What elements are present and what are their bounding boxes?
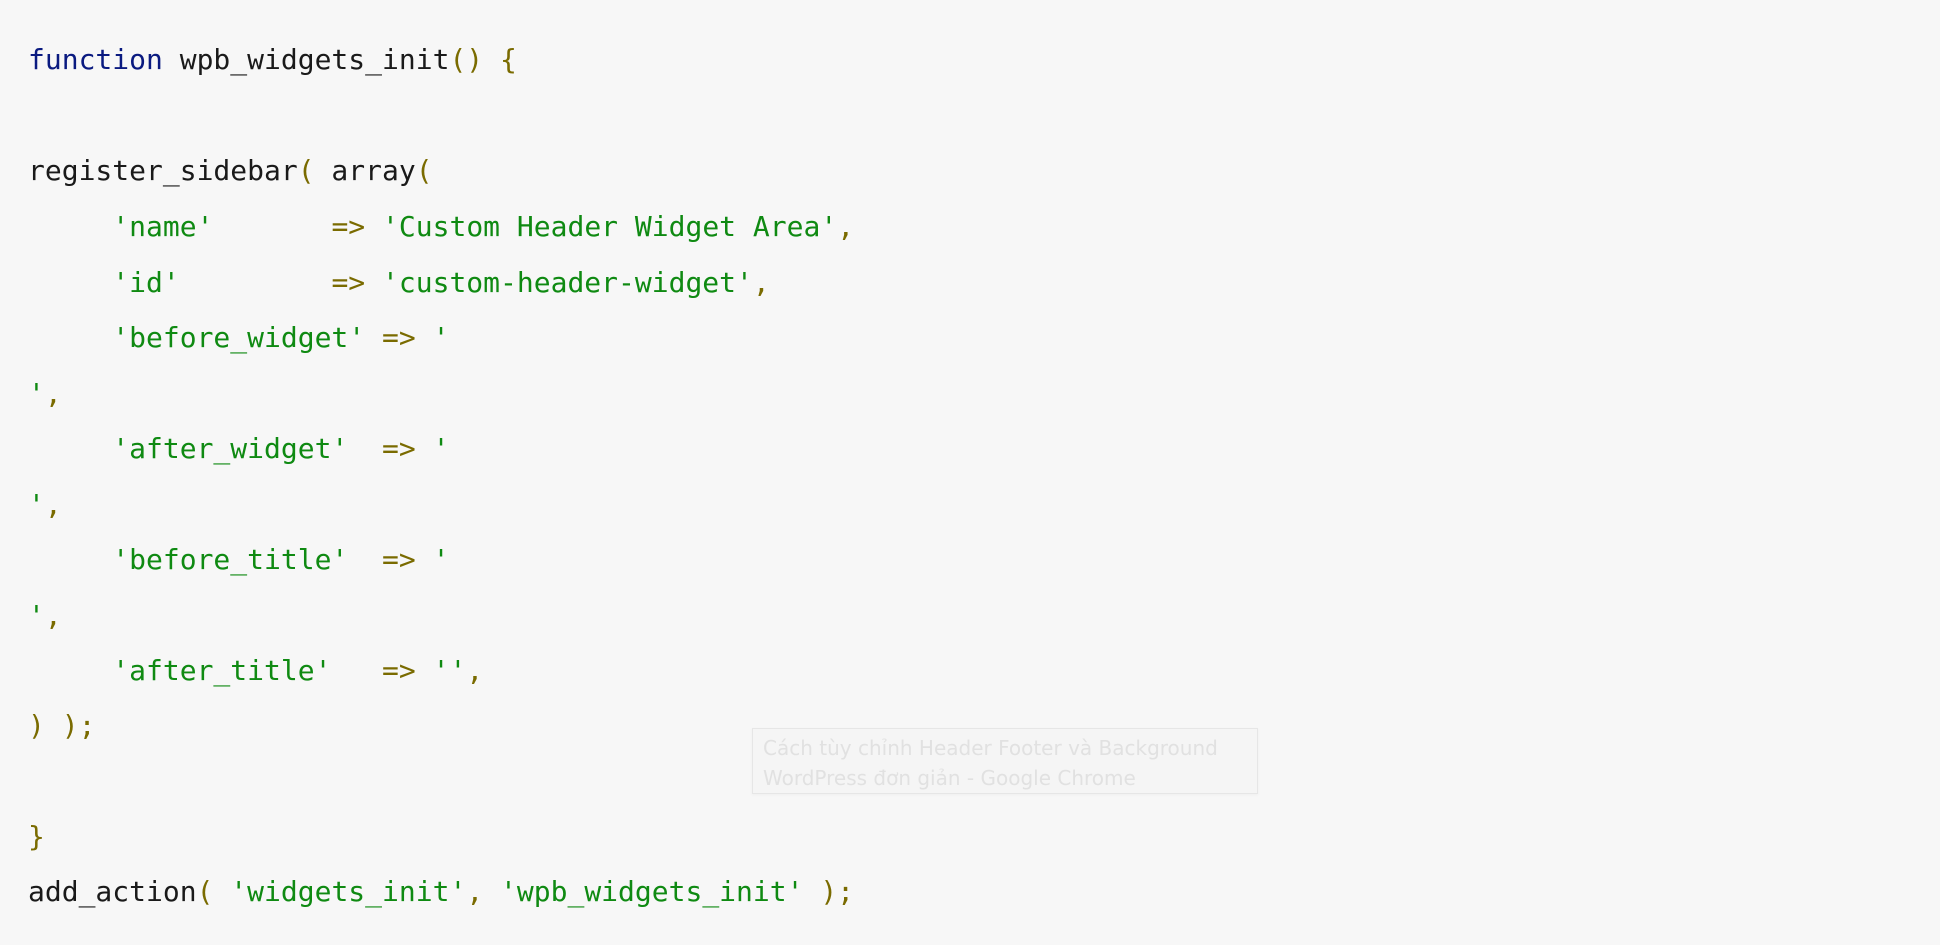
array-key: 'id'	[28, 266, 180, 299]
code-line-before-widget: 'before_widget' => '	[28, 318, 449, 358]
string-value: '	[28, 377, 45, 410]
string-value: '	[415, 321, 450, 354]
array-key: 'before_title'	[28, 543, 349, 576]
closing-brace: }	[28, 820, 45, 853]
punctuation: ,	[44, 377, 62, 410]
code-line-add-action: add_action( 'widgets_init', 'wpb_widgets…	[28, 872, 854, 912]
code-line-register-sidebar: register_sidebar( array(	[28, 151, 433, 191]
code-line-function-declaration: function wpb_widgets_init() {	[28, 40, 517, 80]
code-line-before-widget-close: ',	[28, 374, 62, 414]
function-call: add_action	[28, 875, 197, 908]
operator: =>	[382, 321, 416, 354]
whitespace	[213, 210, 331, 243]
array-key: 'after_widget'	[28, 432, 349, 465]
whitespace	[180, 266, 332, 299]
whitespace	[348, 543, 382, 576]
punctuation: ,	[837, 210, 855, 243]
array-keyword: array	[314, 154, 416, 187]
code-line-id: 'id' => 'custom-header-widget',	[28, 263, 770, 303]
code-line-before-title: 'before_title' => '	[28, 540, 449, 580]
whitespace	[365, 321, 382, 354]
string-value: 'custom-header-widget'	[365, 266, 753, 299]
string-value: '	[415, 432, 450, 465]
code-line-before-title-close: ',	[28, 596, 62, 636]
operator: =>	[382, 432, 416, 465]
keyword-function: function	[28, 43, 163, 76]
function-name: wpb_widgets_init	[162, 43, 450, 76]
string-value: '	[415, 543, 450, 576]
punctuation: ,	[466, 654, 484, 687]
string-value: 'widgets_init'	[213, 875, 467, 908]
punctuation: ,	[466, 875, 484, 908]
punctuation: );	[803, 875, 855, 908]
code-line-function-close: }	[28, 817, 45, 857]
string-value: 'Custom Header Widget Area'	[365, 210, 838, 243]
punctuation: ) );	[28, 709, 96, 742]
code-line-array-close: ) );	[28, 706, 95, 746]
code-line-after-widget: 'after_widget' => '	[28, 429, 449, 469]
window-title-tooltip: Cách tùy chỉnh Header Footer và Backgrou…	[752, 728, 1258, 794]
tooltip-line-1: Cách tùy chỉnh Header Footer và Backgrou…	[763, 736, 1218, 760]
operator: =>	[331, 210, 366, 243]
punctuation: ,	[44, 599, 62, 632]
operator: =>	[331, 266, 366, 299]
whitespace	[331, 654, 382, 687]
operator: =>	[382, 543, 416, 576]
punctuation: (	[196, 875, 214, 908]
punctuation: ,	[752, 266, 770, 299]
code-line-after-title: 'after_title' => '',	[28, 651, 483, 691]
array-key: 'before_widget'	[28, 321, 366, 354]
punctuation: () {	[449, 43, 517, 76]
operator: =>	[382, 654, 416, 687]
string-value: 'wpb_widgets_init'	[483, 875, 804, 908]
array-key: 'after_title'	[28, 654, 332, 687]
string-value: '	[28, 599, 45, 632]
tooltip-line-2: WordPress đơn giản - Google Chrome	[763, 766, 1136, 790]
punctuation: (	[415, 154, 433, 187]
whitespace	[348, 432, 382, 465]
code-line-after-widget-close: ',	[28, 485, 62, 525]
array-key: 'name'	[28, 210, 214, 243]
punctuation: (	[297, 154, 315, 187]
string-value: ''	[415, 654, 467, 687]
punctuation: ,	[44, 488, 62, 521]
function-call: register_sidebar	[28, 154, 298, 187]
string-value: '	[28, 488, 45, 521]
code-line-name: 'name' => 'Custom Header Widget Area',	[28, 207, 854, 247]
